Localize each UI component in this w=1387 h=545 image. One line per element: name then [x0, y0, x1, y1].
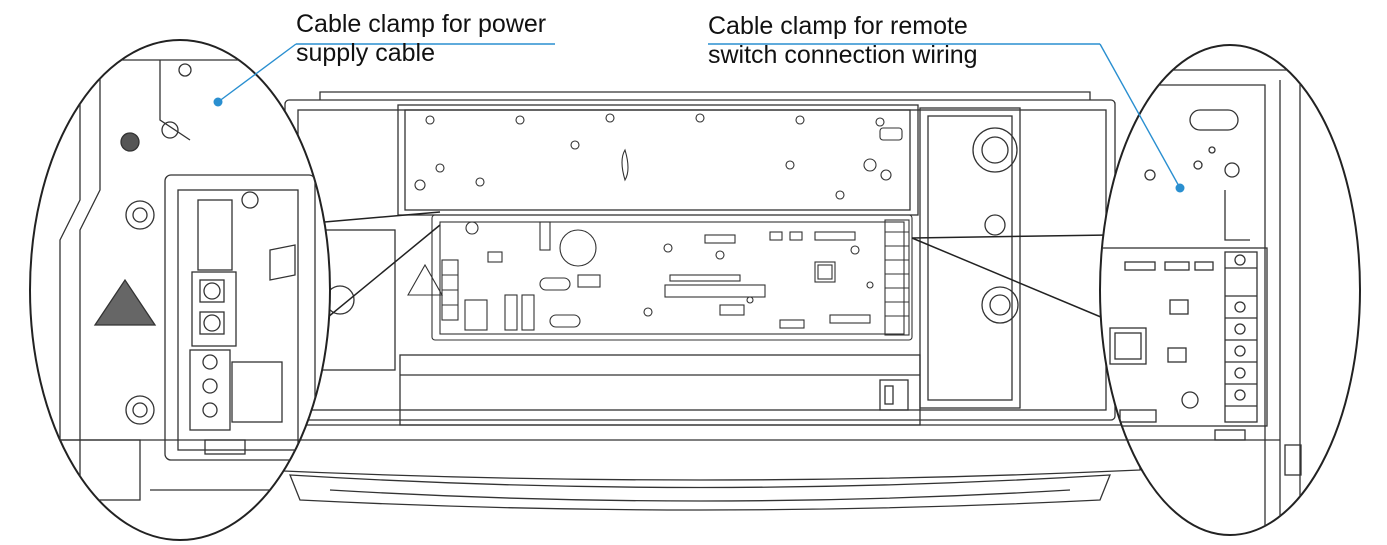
- callout-power-supply-clamp: Cable clamp for power supply cable: [296, 10, 546, 68]
- callout-remote-switch-clamp: Cable clamp for remote switch connection…: [708, 12, 978, 70]
- left-callout-dot: [213, 97, 223, 107]
- control-pcb: [407, 214, 913, 341]
- callout-left-line1: Cable clamp for power: [296, 10, 547, 38]
- callout-right-line1: Cable clamp for remote: [708, 12, 968, 40]
- indoor-unit-body: [259, 91, 1141, 511]
- right-detail-view: [1099, 44, 1361, 536]
- callout-right-line2: switch connection wiring: [708, 41, 978, 69]
- left-detail-view: [29, 39, 331, 541]
- callout-left-line2: supply cable: [296, 39, 435, 67]
- right-callout-dot: [1175, 183, 1185, 193]
- panel-holes: [414, 113, 903, 200]
- callout-leaders: [217, 43, 1181, 189]
